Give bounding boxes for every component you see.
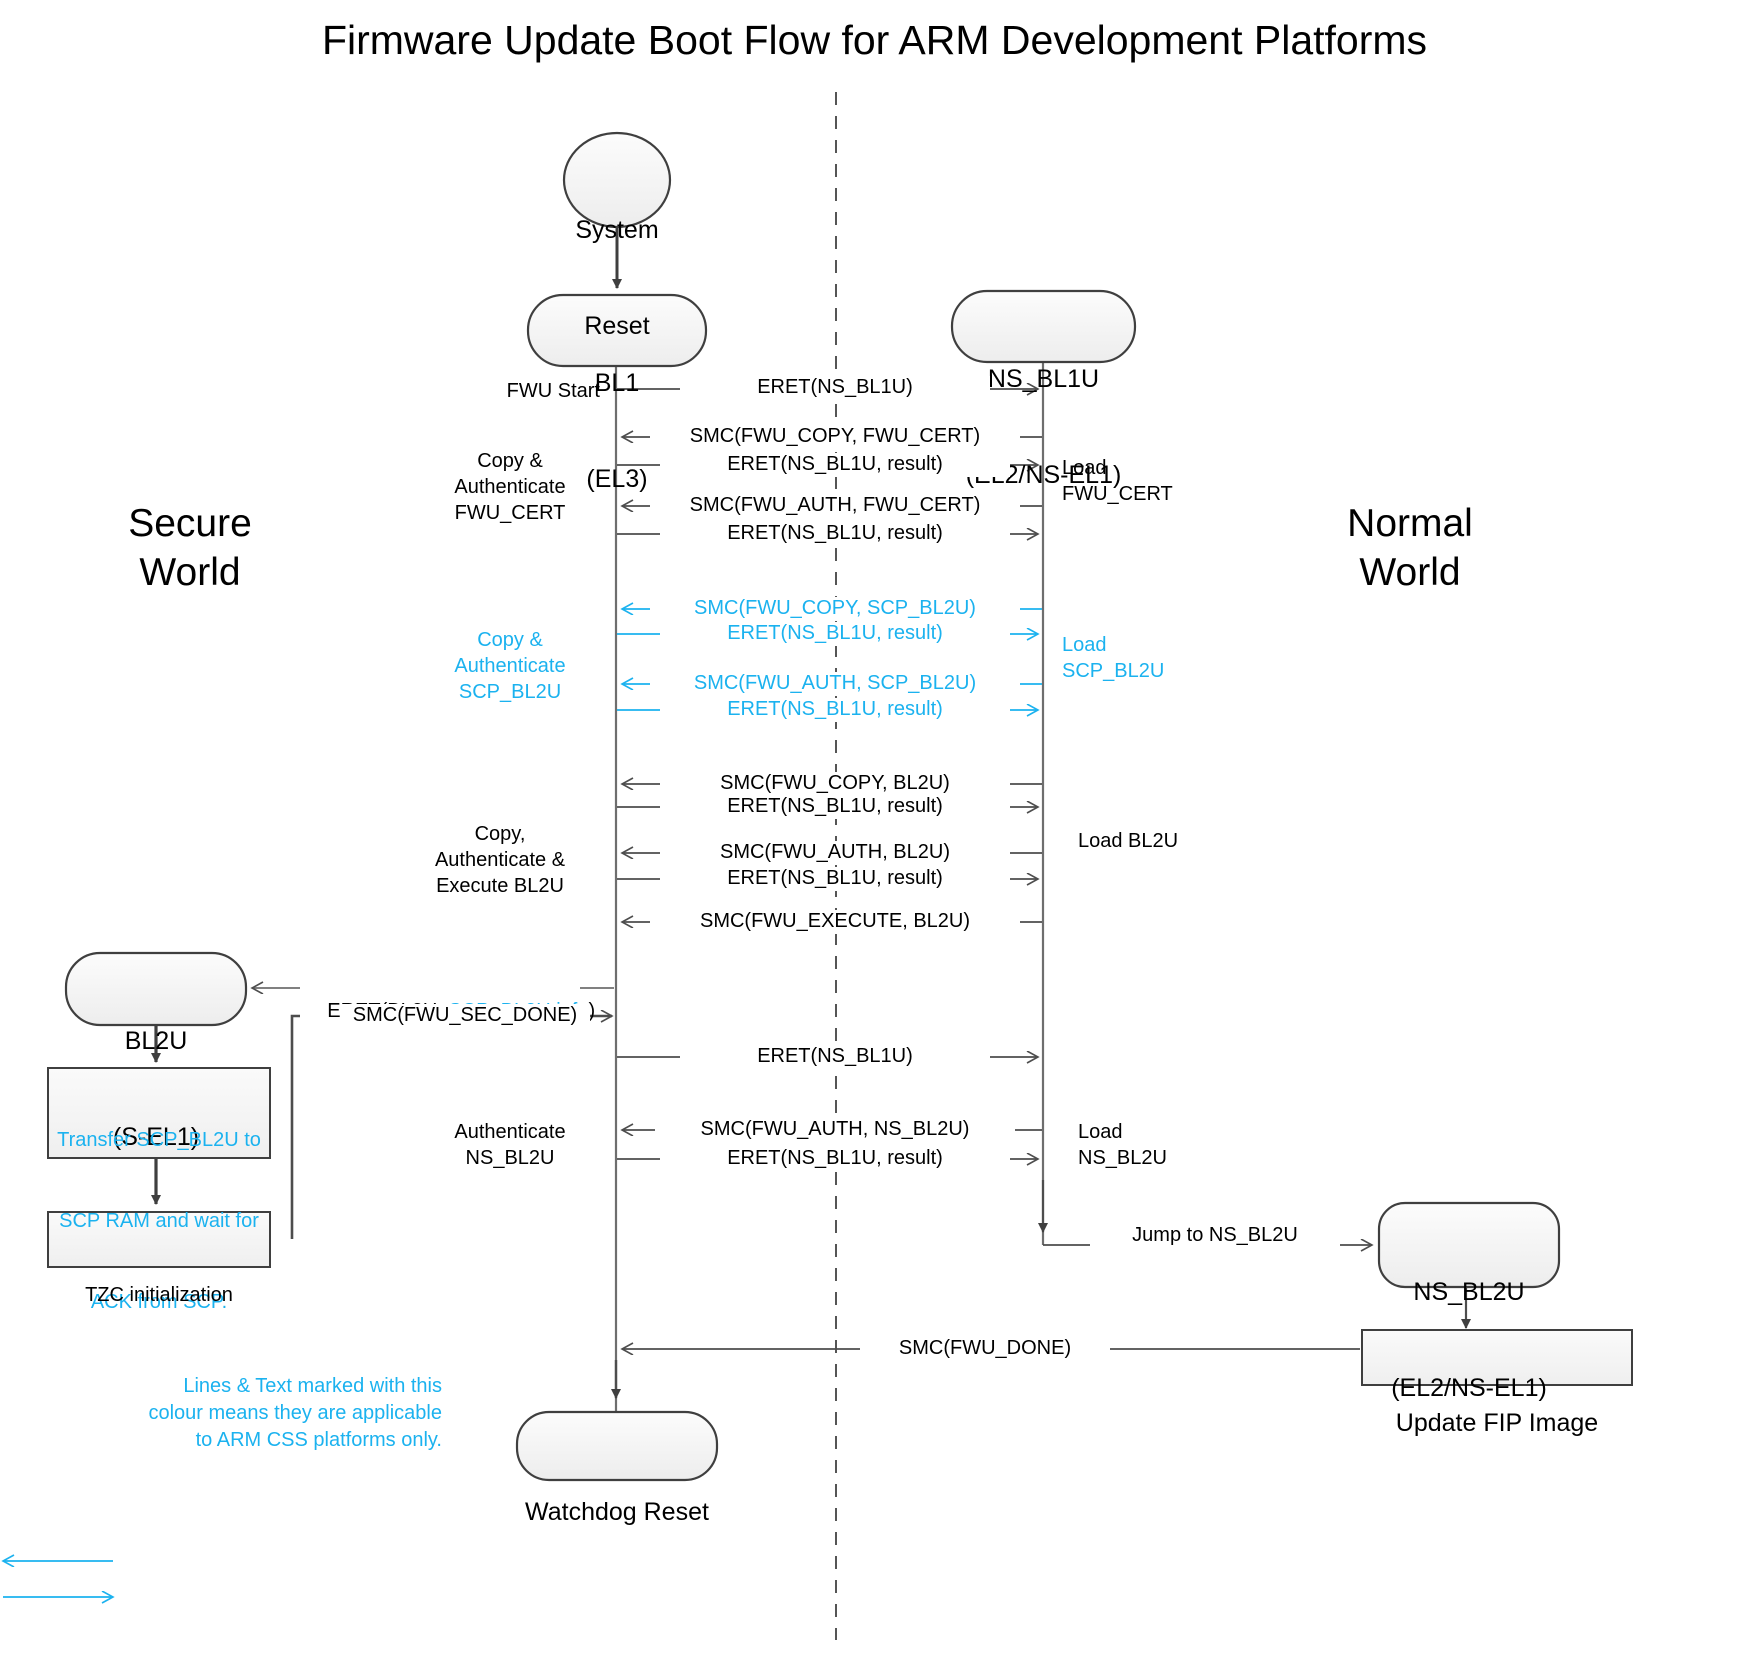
- message-smc-fwu-auth-scp-bl2u: SMC(FWU_AUTH, SCP_BL2U): [650, 672, 1020, 696]
- message-jump-to-ns-bl2u: Jump to NS_BL2U: [1090, 1224, 1340, 1248]
- message-smc-fwu-execute-bl2u: SMC(FWU_EXECUTE, BL2U): [650, 910, 1020, 934]
- message-smc-fwu-copy-scp-bl2u: SMC(FWU_COPY, SCP_BL2U): [650, 597, 1020, 621]
- eret-bl2u-suffix: ): [588, 999, 596, 1022]
- transfer-scp-line1: Transfer SCP_BL2U to: [57, 1129, 261, 1151]
- message-smc-fwu-copy-bl2u: SMC(FWU_COPY, BL2U): [660, 772, 1010, 796]
- page-title: Firmware Update Boot Flow for ARM Develo…: [321, 17, 1428, 63]
- node-ns-bl1u-shape: [950, 289, 1137, 364]
- node-transfer-scp-shape: [47, 1067, 271, 1159]
- node-ns-bl2u-line2: (EL2/NS-EL1): [1391, 1374, 1547, 1402]
- node-ns-bl1u-line1: NS_BL1U: [987, 365, 1100, 393]
- message-smc-fwu-auth-ns-bl2u: SMC(FWU_AUTH, NS_BL2U): [655, 1118, 1015, 1142]
- message-eret-ns-bl1u-2: ERET(NS_BL1U): [680, 1045, 990, 1069]
- message-eret-result-3: ERET(NS_BL1U, result): [660, 622, 1010, 646]
- node-system-reset[interactable]: System Reset: [547, 150, 687, 406]
- message-eret-result-2: ERET(NS_BL1U, result): [660, 522, 1010, 546]
- transfer-scp-line3: ACK from SCP.: [90, 1291, 228, 1313]
- message-smc-fwu-copy-fwu-cert: SMC(FWU_COPY, FWU_CERT): [650, 425, 1020, 449]
- node-watchdog-shape: [515, 1410, 719, 1482]
- node-tzc-shape: [47, 1211, 271, 1268]
- node-update-fip-shape: [1361, 1329, 1633, 1386]
- node-tzc-initialization[interactable]: TZC initialization: [48, 1228, 270, 1363]
- node-system-reset-line2: Reset: [584, 312, 650, 340]
- node-update-fip-image-label: Update FIP Image: [1395, 1409, 1599, 1437]
- node-ns-bl2u-line1: NS_BL2U: [1413, 1278, 1525, 1306]
- node-update-fip-image[interactable]: Update FIP Image: [1362, 1343, 1632, 1503]
- node-bl2u[interactable]: BL2U (S-EL1): [66, 961, 246, 1217]
- node-bl1-line2: (EL3): [586, 465, 648, 493]
- node-bl2u-line1: BL2U: [124, 1027, 188, 1055]
- node-transfer-scp-bl2u[interactable]: Transfer SCP_BL2U to SCP RAM and wait fo…: [48, 1073, 270, 1370]
- message-smc-fwu-done: SMC(FWU_DONE): [860, 1337, 1110, 1361]
- message-eret-result-4: ERET(NS_BL1U, result): [660, 698, 1010, 722]
- node-bl1[interactable]: BL1 (EL3): [528, 303, 706, 559]
- node-bl1-shape: [526, 293, 708, 368]
- node-tzc-label: TZC initialization: [85, 1284, 233, 1306]
- message-smc-fwu-auth-fwu-cert: SMC(FWU_AUTH, FWU_CERT): [650, 494, 1020, 518]
- message-eret-result-7: ERET(NS_BL1U, result): [660, 1147, 1010, 1171]
- node-watchdog-reset-label: Watchdog Reset: [525, 1498, 709, 1526]
- transfer-scp-line2: SCP RAM and wait for: [59, 1210, 259, 1232]
- node-bl2u-line2: (S-EL1): [112, 1123, 200, 1151]
- message-smc-fwu-auth-bl2u: SMC(FWU_AUTH, BL2U): [660, 841, 1010, 865]
- node-ns-bl2u-shape: [1377, 1201, 1561, 1289]
- message-smc-fwu-sec-done: SMC(FWU_SEC_DONE): [340, 1004, 590, 1028]
- node-watchdog-reset[interactable]: Watchdog Reset: [517, 1432, 717, 1592]
- left-label-copy-auth-exec-bl2u: Copy,Authenticate &Execute BL2U: [434, 823, 566, 897]
- left-label-fwu-start: FWU Start: [506, 380, 600, 402]
- message-eret-result-6: ERET(NS_BL1U, result): [660, 867, 1010, 891]
- node-bl1-line1: BL1: [594, 369, 640, 397]
- message-eret-result-5: ERET(NS_BL1U, result): [660, 795, 1010, 819]
- right-label-load-bl2u: Load BL2U: [1078, 830, 1179, 852]
- node-ns-bl2u[interactable]: NS_BL2U (EL2/NS-EL1): [1379, 1212, 1559, 1468]
- message-eret-ns-bl1u-1: ERET(NS_BL1U): [680, 376, 990, 400]
- node-system-reset-line1: System: [575, 216, 659, 244]
- message-eret-result-1: ERET(NS_BL1U, result): [660, 453, 1010, 477]
